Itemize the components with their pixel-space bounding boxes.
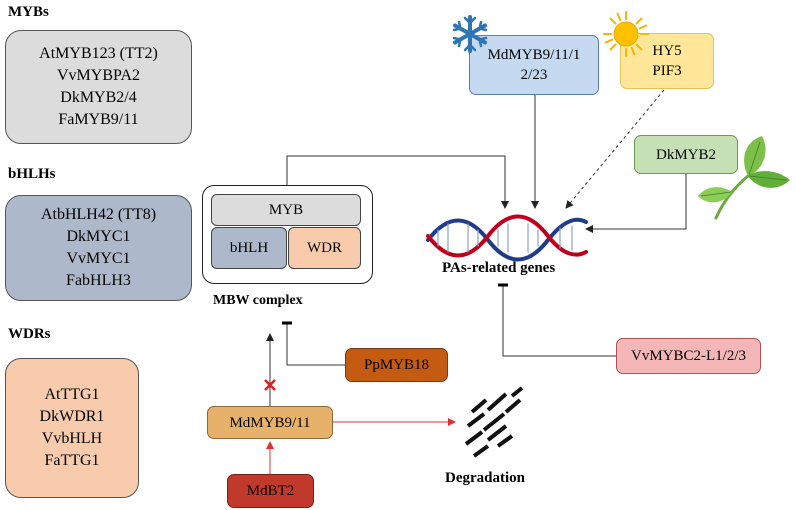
bhlh-item: AtbHLH42 (TT8) — [40, 206, 157, 223]
snowflake-icon — [452, 15, 488, 53]
bhlhs-header: bHLHs — [8, 166, 56, 182]
pas-related-genes-label: PAs-related genes — [442, 260, 556, 276]
hy5-label: HY5 — [652, 43, 682, 59]
degradation-label: Degradation — [445, 470, 525, 486]
mybs-header: MYBs — [8, 4, 49, 20]
mbw-to-genes-arrow — [286, 155, 509, 209]
wdr-item: FaTTG1 — [44, 452, 100, 469]
hy5-pif3-box: HY5 PIF3 — [620, 33, 714, 89]
wdr-item: AtTTG1 — [44, 386, 100, 403]
dkmyb2-to-genes-arrow — [585, 174, 687, 233]
ppmyb18-box: PpMYB18 — [345, 348, 448, 382]
mbw-wdr-box: WDR — [288, 227, 361, 269]
myb-item: VvMYBPA2 — [57, 67, 140, 84]
vvmybc2-inhibit-line — [502, 286, 616, 357]
bhlh-item: DkMYC1 — [66, 228, 131, 245]
wdrs-group-box: AtTTG1 DkWDR1 VvbHLH FaTTG1 — [5, 358, 139, 498]
mbw-complex-label: MBW complex — [213, 293, 303, 308]
blocked-cross-icon — [264, 379, 276, 391]
mbw-myb-box: MYB — [211, 194, 361, 226]
mdbt2-box: MdBT2 — [227, 474, 314, 508]
mybs-group-box: AtMYB123 (TT2) VvMYBPA2 DkMYB2/4 FaMYB9/… — [5, 30, 192, 144]
mdmyb9-11-12-23-line2: 2/23 — [520, 67, 548, 83]
myb-item: AtMYB123 (TT2) — [39, 45, 158, 62]
wdrs-header: WDRs — [8, 326, 51, 342]
wdr-item: DkWDR1 — [39, 408, 105, 425]
mdmyb9-11-12-23-box: MdMYB9/11/1 2/23 — [469, 35, 599, 95]
mdmyb9-11-12-23-line1: MdMYB9/11/1 — [487, 47, 581, 63]
hy5-pif3-to-genes-arrow — [565, 89, 665, 209]
bhlh-item: VvMYC1 — [66, 250, 131, 267]
sun-icon — [603, 11, 649, 57]
degraded-fragments-icon — [464, 386, 524, 458]
ppmyb18-inhibit-line — [286, 324, 345, 366]
dkmyb2-box: DkMYB2 — [634, 135, 738, 174]
myb-item: DkMYB2/4 — [60, 89, 137, 106]
bhlhs-group-box: AtbHLH42 (TT8) DkMYC1 VvMYC1 FabHLH3 — [5, 195, 192, 301]
vvmybc2-box: VvMYBC2-L1/2/3 — [616, 338, 761, 374]
wdr-item: VvbHLH — [41, 430, 103, 447]
pif3-label: PIF3 — [652, 63, 682, 79]
leaf-icon — [698, 136, 790, 220]
dna-icon — [426, 214, 588, 262]
bhlh-item: FabHLH3 — [66, 272, 131, 289]
myb-item: FaMYB9/11 — [58, 111, 139, 128]
mdmyb9-11-box: MdMYB9/11 — [207, 406, 333, 439]
mbw-bhlh-box: bHLH — [211, 227, 287, 269]
